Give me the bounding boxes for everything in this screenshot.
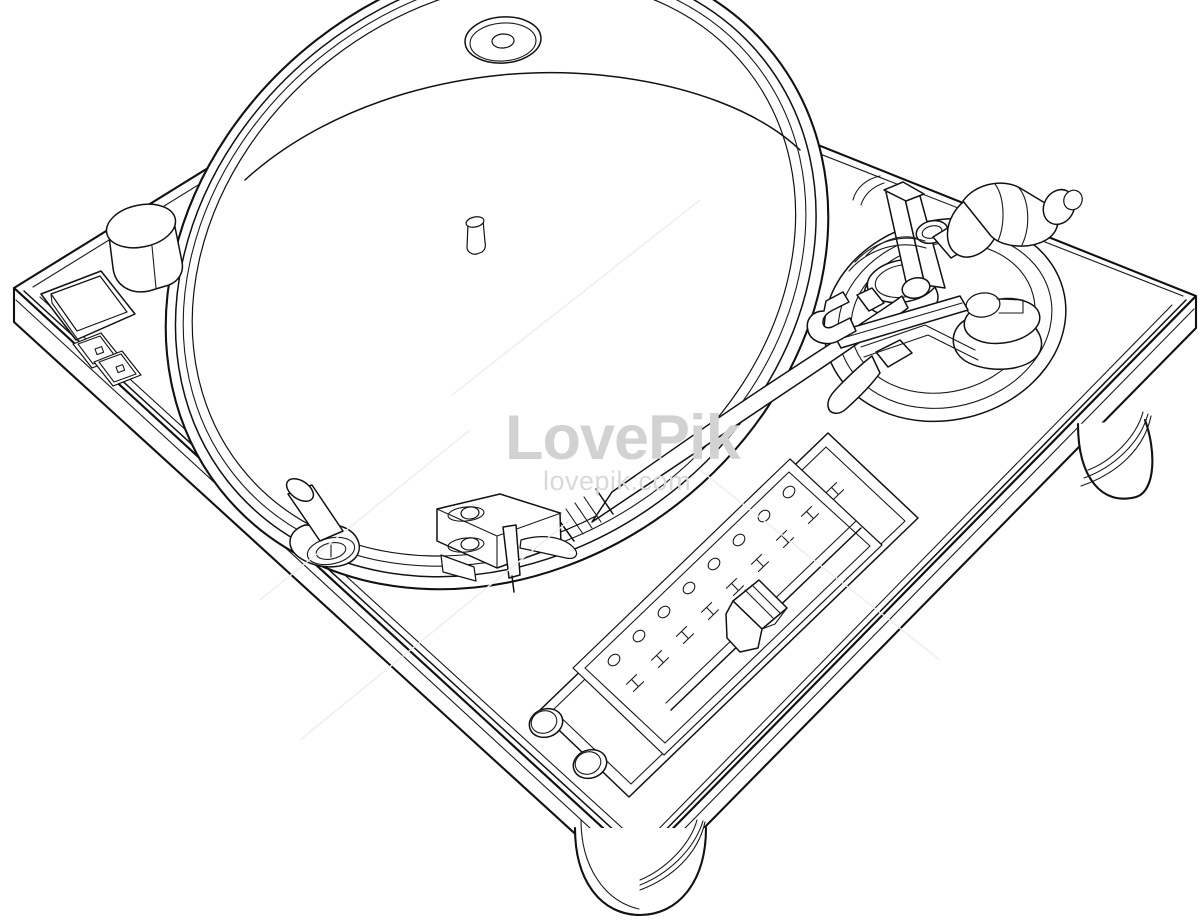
pitch-tick: [725, 577, 745, 597]
pitch-dot: [682, 581, 696, 595]
foot-front-left-curve: [580, 819, 640, 910]
cartridge-finger-lift: [519, 536, 578, 559]
pitch-panel: [525, 432, 919, 798]
pitch-tick: [750, 553, 770, 573]
pitch-dot: [657, 605, 671, 619]
counterweight-ridge-1: [994, 183, 1004, 242]
strobe-window-depth: [50, 293, 79, 341]
pitch-dot: [732, 533, 746, 547]
panel-round-buttons[interactable]: [525, 704, 611, 783]
watermark-ghost-lines: [259, 199, 941, 741]
strobe-window: [40, 270, 136, 341]
pitch-fader-recess: [572, 458, 883, 756]
arm-rest[interactable]: [806, 287, 969, 349]
pitch-fader-groove-1: [744, 589, 774, 619]
plinth-left-side-bevel: [15, 299, 641, 875]
pitch-dot: [607, 653, 621, 667]
plinth-right-side-bevel: [639, 308, 1195, 875]
foot-right: [1076, 418, 1154, 500]
arm-base-wires: [848, 175, 927, 272]
spindle-top: [465, 216, 485, 228]
pitch-dot: [707, 557, 721, 571]
platter-rim-inner-1: [174, 0, 817, 578]
cue-lever[interactable]: [827, 339, 913, 414]
cue-lever-knuckle: [875, 339, 913, 368]
foot-front-inner-1: [639, 819, 698, 881]
arm-rest-bar-inner: [835, 302, 963, 341]
pitch-dot: [632, 629, 646, 643]
strobe-window-glass: [50, 275, 128, 332]
gimbal-apex: [883, 181, 925, 202]
arm-base-rails: [860, 324, 979, 361]
pitch-tick: [650, 649, 670, 669]
speed-buttons[interactable]: [72, 332, 142, 387]
headshell-slot-1: [447, 506, 485, 522]
counterweight-ridge-2: [1018, 187, 1029, 246]
anti-skate-dial[interactable]: [952, 291, 1043, 370]
speed-button-33-led: [94, 346, 105, 356]
speed-button-45-led: [115, 364, 126, 374]
pitch-fader[interactable]: [725, 579, 788, 653]
headshell-slot-2: [447, 537, 485, 553]
foot-front: [573, 826, 708, 917]
plinth-top-bevel-right: [640, 299, 1187, 856]
counterweight[interactable]: [932, 182, 1086, 266]
tonearm-tube: [591, 295, 909, 523]
arm-rest-clip[interactable]: [806, 291, 857, 345]
platter-rim-highlight: [244, 71, 801, 181]
plinth-top-bevel-right-2: [641, 304, 1173, 847]
arm-gimbal: [883, 181, 949, 300]
target-light[interactable]: [283, 474, 361, 569]
pitch-tick: [625, 673, 645, 693]
pitch-fader-recess-inner: [584, 471, 871, 744]
hinge-socket-hole: [491, 33, 515, 49]
pitch-tick: [800, 505, 820, 525]
start-button[interactable]: [525, 704, 567, 742]
pitch-tick: [825, 481, 845, 501]
foot-right-inner-3: [1080, 415, 1152, 487]
headshell-screw-2: [460, 537, 480, 551]
pitch-dot: [757, 509, 771, 523]
anti-skate-tab: [996, 298, 1024, 314]
power-knob[interactable]: [102, 198, 184, 293]
aux-button-inner: [574, 751, 602, 775]
pitch-scale-dots: [607, 485, 796, 667]
target-light-base-ring: [306, 536, 356, 566]
foot-right-inner-2: [1083, 413, 1149, 479]
speed-button-45-inner: [98, 353, 137, 383]
target-light-lens[interactable]: [283, 474, 318, 506]
tonearm-assembly: [436, 175, 1086, 593]
feet-group: [573, 411, 1154, 917]
pitch-dot: [782, 485, 796, 499]
pitch-tick: [700, 601, 720, 621]
power-knob-notch: [151, 245, 157, 289]
hinge-socket-ring: [469, 22, 537, 62]
cue-lever-arm[interactable]: [827, 355, 881, 414]
headshell-screw-1: [460, 506, 480, 520]
stylus: [511, 575, 515, 593]
gimbal-pivot-left: [901, 276, 931, 300]
aux-button[interactable]: [569, 745, 611, 783]
plinth-top-bevel-left: [23, 290, 642, 856]
pitch-tick: [675, 625, 695, 645]
foot-right-inner-1: [1087, 411, 1144, 471]
foot-front-inner-3: [639, 821, 706, 891]
counterweight-stub: [1063, 189, 1083, 211]
hinge-socket: [464, 16, 542, 64]
headshell-bottom-plate: [440, 554, 477, 582]
power-knob-top[interactable]: [102, 198, 179, 254]
platter-group: [164, 0, 830, 591]
spindle: [465, 216, 486, 255]
arm-rest-post: [856, 287, 885, 312]
tonearm-collar: [555, 488, 614, 542]
arm-rest-bar: [832, 295, 969, 349]
pitch-fader-groove-2: [751, 584, 781, 614]
pitch-fader-bevel: [761, 607, 788, 630]
start-button-inner: [530, 710, 558, 734]
foot-front-inner-2: [639, 820, 704, 886]
spindle-body: [466, 219, 486, 255]
